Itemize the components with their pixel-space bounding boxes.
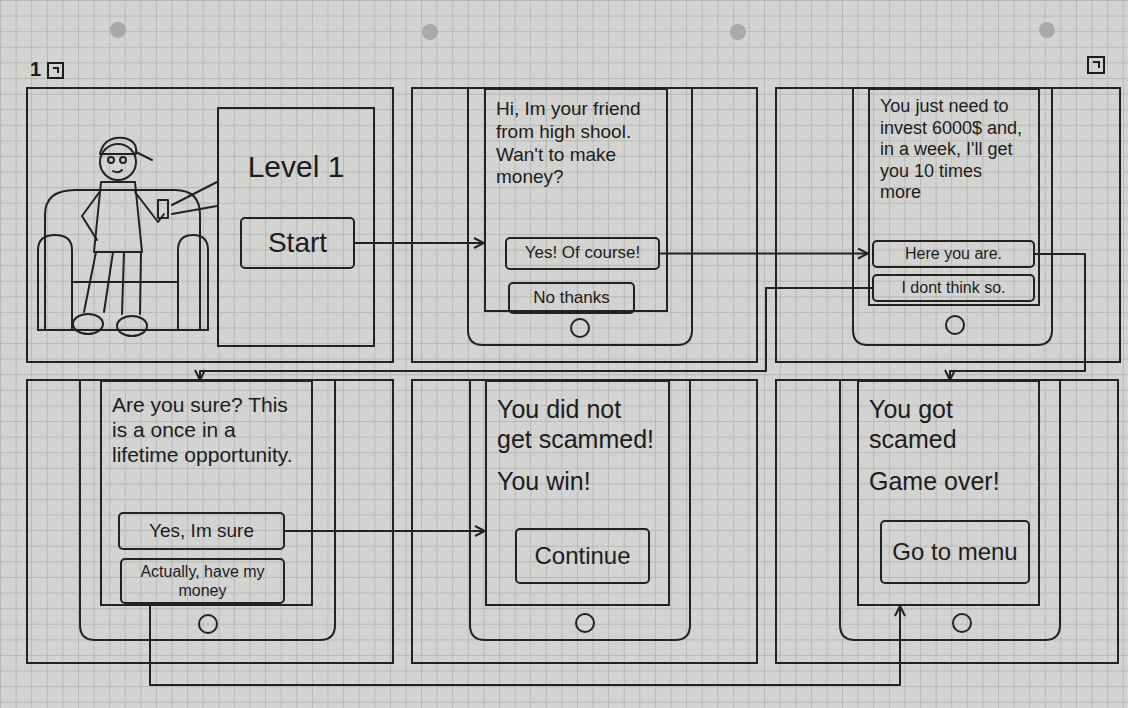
person-on-couch-part — [158, 200, 168, 218]
phone-screen: Level 1 Start — [217, 107, 375, 347]
flow-arrow — [150, 604, 900, 685]
person-on-couch-part — [38, 329, 208, 331]
binder-holes-part — [1039, 22, 1055, 38]
panel-frames — [27, 88, 1120, 663]
person-on-couch-part — [140, 252, 141, 314]
button-label: Continue — [534, 542, 630, 571]
phone-bezels-part — [840, 380, 1060, 640]
button-label: No thanks — [533, 288, 610, 308]
person-on-couch-part — [100, 144, 136, 180]
person-on-couch-part — [122, 252, 124, 314]
choice-button: Here you are. — [872, 240, 1035, 268]
screen-message: Level 1 — [229, 149, 363, 185]
phone-bezels-part — [946, 316, 964, 334]
choice-button: No thanks — [508, 282, 635, 314]
page-marker-icons-part — [1093, 62, 1099, 68]
panel-frames-part — [27, 380, 393, 663]
phone-bezels-part — [571, 319, 589, 337]
screen-message: Game over! — [869, 466, 1028, 496]
phone-bezels-part — [576, 614, 594, 632]
phone-bezels-part — [80, 380, 335, 640]
page-marker-icons-part — [48, 63, 63, 78]
screen-message: Are you sure? This is a once in a lifeti… — [112, 392, 301, 468]
button-label: Here you are. — [905, 244, 1002, 263]
choice-button: Go to menu — [880, 520, 1030, 584]
binder-holes-part — [110, 22, 126, 38]
phone-bezels-part — [853, 88, 1052, 345]
flow-arrow — [285, 530, 485, 532]
person-on-couch-part — [104, 252, 113, 312]
screen-message: You just need to invest 6000$ and, in a … — [880, 96, 1028, 204]
page-marker-icons — [48, 57, 1104, 78]
button-label: Yes, Im sure — [149, 520, 254, 543]
binder-holes — [110, 22, 1055, 40]
button-label: I dont think so. — [901, 278, 1005, 297]
flow-arrow — [950, 254, 1085, 380]
button-label: Start — [268, 226, 327, 260]
person-on-couch-part — [72, 281, 178, 283]
person-on-couch-part — [178, 235, 208, 330]
person-on-couch-part — [172, 182, 217, 205]
panel-frames-part — [412, 380, 757, 663]
person-on-couch-part — [100, 138, 136, 154]
person-on-couch-part — [45, 190, 200, 330]
person-on-couch-part — [82, 190, 101, 240]
button-label: Yes! Of course! — [525, 243, 641, 263]
binder-holes-part — [422, 24, 438, 40]
phone-bezels-part — [953, 614, 971, 632]
flow-arrow — [200, 288, 872, 380]
person-on-couch-part — [84, 252, 96, 312]
page-number: 1 — [30, 58, 41, 81]
choice-button: Start — [240, 217, 355, 269]
panel-frames-part — [776, 88, 1120, 362]
choice-button: Actually, have my money — [120, 558, 285, 604]
person-on-couch-part — [117, 316, 147, 336]
person-on-couch-part — [113, 170, 122, 172]
phone-screen: You just need to invest 6000$ and, in a … — [868, 88, 1040, 306]
phone-screen: You did not get scammed! You win! Continue — [485, 380, 670, 606]
person-on-couch-part — [172, 206, 217, 214]
person-on-couch-part — [120, 157, 126, 163]
phone-bezels — [80, 88, 1060, 640]
choice-button: Continue — [515, 528, 650, 584]
screen-message: Hi, Im your friend from high shool. Wan'… — [496, 98, 656, 189]
panel-frames-part — [27, 88, 393, 362]
phone-screen: Are you sure? This is a once in a lifeti… — [100, 380, 313, 606]
choice-button: Yes, Im sure — [118, 512, 285, 550]
button-label: Actually, have my money — [128, 562, 277, 600]
choice-button: I dont think so. — [872, 274, 1035, 302]
person-on-couch-part — [108, 157, 114, 163]
binder-holes-part — [730, 24, 746, 40]
screen-message: You got scamed — [869, 394, 1028, 454]
page-marker-icons-part — [1088, 57, 1104, 73]
phone-screen: Hi, Im your friend from high shool. Wan'… — [484, 88, 668, 312]
panel-frames-part — [412, 88, 757, 362]
person-on-couch-part — [136, 152, 152, 160]
phone-bezels-part — [468, 88, 692, 345]
person-on-couch — [38, 138, 217, 336]
person-on-couch-part — [38, 235, 72, 330]
flow-arrow — [660, 253, 868, 255]
phone-screen: You got scamedGame over! Go to menu — [857, 380, 1040, 606]
phone-bezels-part — [199, 615, 217, 633]
screen-message: You win! — [497, 466, 658, 496]
choice-button: Yes! Of course! — [505, 237, 660, 270]
panel-frames-part — [776, 380, 1118, 663]
page-marker-icons-part — [53, 68, 58, 73]
phone-bezels-part — [470, 380, 690, 640]
button-label: Go to menu — [892, 538, 1017, 567]
screen-message: You did not get scammed! — [497, 394, 658, 454]
person-on-couch-part — [73, 314, 103, 334]
